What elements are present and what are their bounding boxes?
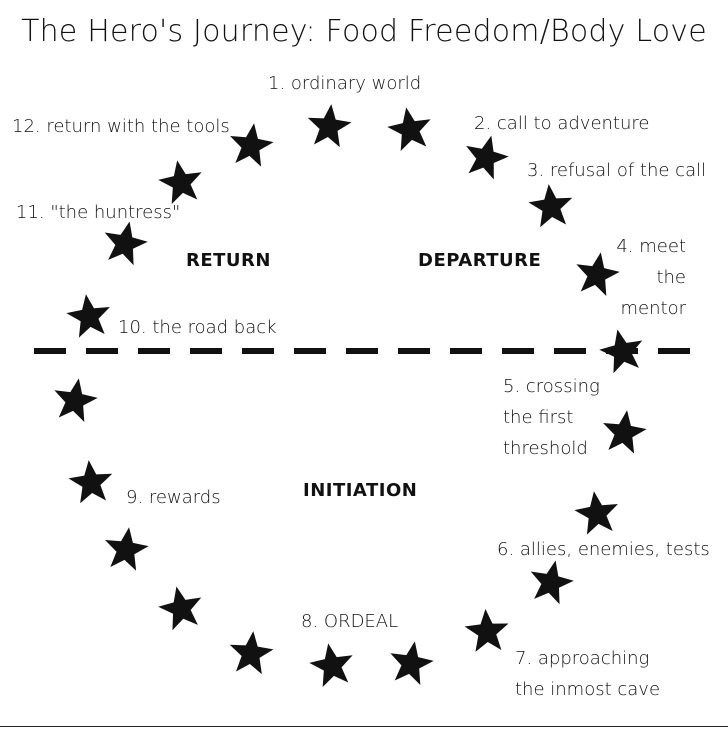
star-icon xyxy=(384,103,436,153)
star-icon xyxy=(571,248,623,298)
star-icon xyxy=(305,101,354,149)
stage-7-line-1: 7. approaching xyxy=(515,648,650,669)
star-icon xyxy=(64,291,114,339)
star-icon xyxy=(595,324,648,376)
stage-6-label: 6. allies, enemies, tests xyxy=(497,539,710,560)
stage-2-label: 2. call to adventure xyxy=(474,113,650,134)
star-icon xyxy=(306,639,358,689)
stage-5-label: 5. crossing the first threshold xyxy=(503,371,600,464)
star-icon xyxy=(101,524,151,572)
stage-4-line-3: mentor xyxy=(620,298,687,319)
star-icon xyxy=(385,637,437,687)
stage-12-label: 12. return with the tools xyxy=(12,116,230,137)
stage-7-label: 7. approaching the inmost cave xyxy=(515,643,660,705)
stage-4-label: 4. meet the mentor xyxy=(616,231,686,324)
section-return: RETURN xyxy=(186,250,271,271)
stage-10-label: 10. the road back xyxy=(118,317,277,338)
star-icon xyxy=(66,457,115,505)
stage-4-line-2: the xyxy=(656,267,686,288)
stage-11-label: 11. "the huntress" xyxy=(16,202,181,223)
stage-5-line-1: 5. crossing xyxy=(503,376,600,397)
section-departure: DEPARTURE xyxy=(418,250,542,271)
star-icon xyxy=(226,120,276,168)
star-icon xyxy=(526,181,575,229)
stage-7-line-2: the inmost cave xyxy=(515,679,661,700)
stage-4-line-1: 4. meet xyxy=(616,236,686,257)
diagram-title: The Hero's Journey: Food Freedom/Body Lo… xyxy=(21,14,707,49)
stage-9-label: 9. rewards xyxy=(126,487,221,508)
stage-1-label: 1. ordinary world xyxy=(268,73,422,94)
bottom-divider xyxy=(0,726,728,727)
star-icon xyxy=(572,488,622,536)
star-icon xyxy=(227,628,276,676)
stage-5-line-2: the first xyxy=(503,407,574,428)
stage-8-label: 8. ORDEAL xyxy=(301,611,399,632)
stage-3-label: 3. refusal of the call xyxy=(527,160,707,181)
star-icon xyxy=(599,407,649,455)
star-icon xyxy=(463,607,511,653)
star-icon xyxy=(49,374,101,424)
star-icon xyxy=(154,581,207,633)
section-initiation: INITIATION xyxy=(303,480,418,501)
stage-5-line-3: threshold xyxy=(503,438,588,459)
